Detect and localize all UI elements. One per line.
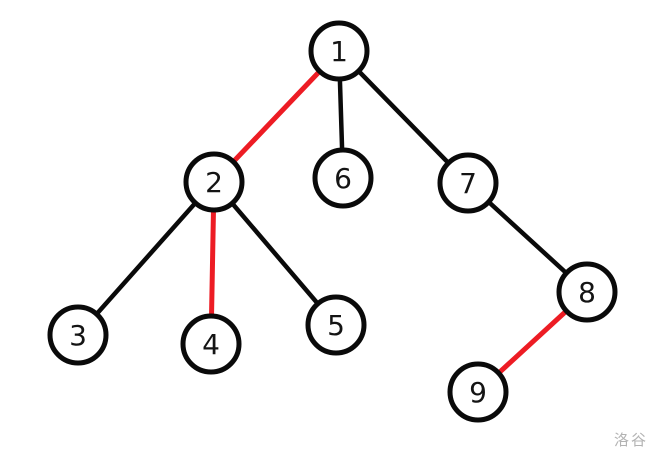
edge-2-5 (211, 179, 339, 328)
node-5-circle (305, 294, 367, 356)
node-3-label: 3 (69, 319, 87, 352)
edge-2-3 (75, 179, 217, 338)
node-4-circle (180, 313, 242, 375)
edge-1-7 (336, 48, 471, 186)
watermark: 洛谷 (613, 431, 648, 449)
node-2-label: 2 (205, 166, 223, 199)
node-8-label: 8 (578, 276, 596, 309)
node-4-label: 4 (202, 328, 220, 361)
node-9-circle (447, 361, 509, 423)
node-2-circle (183, 151, 245, 213)
node-1-label: 1 (330, 35, 348, 68)
node-6-circle (312, 147, 374, 209)
node-6-label: 6 (334, 162, 352, 195)
node-5-label: 5 (327, 309, 345, 342)
node-7-circle (437, 152, 499, 214)
node-9-label: 9 (469, 376, 487, 409)
node-7-label: 7 (459, 167, 477, 200)
node-8-circle (556, 261, 618, 323)
node-1-circle (308, 20, 370, 82)
node-3-circle (47, 304, 109, 366)
